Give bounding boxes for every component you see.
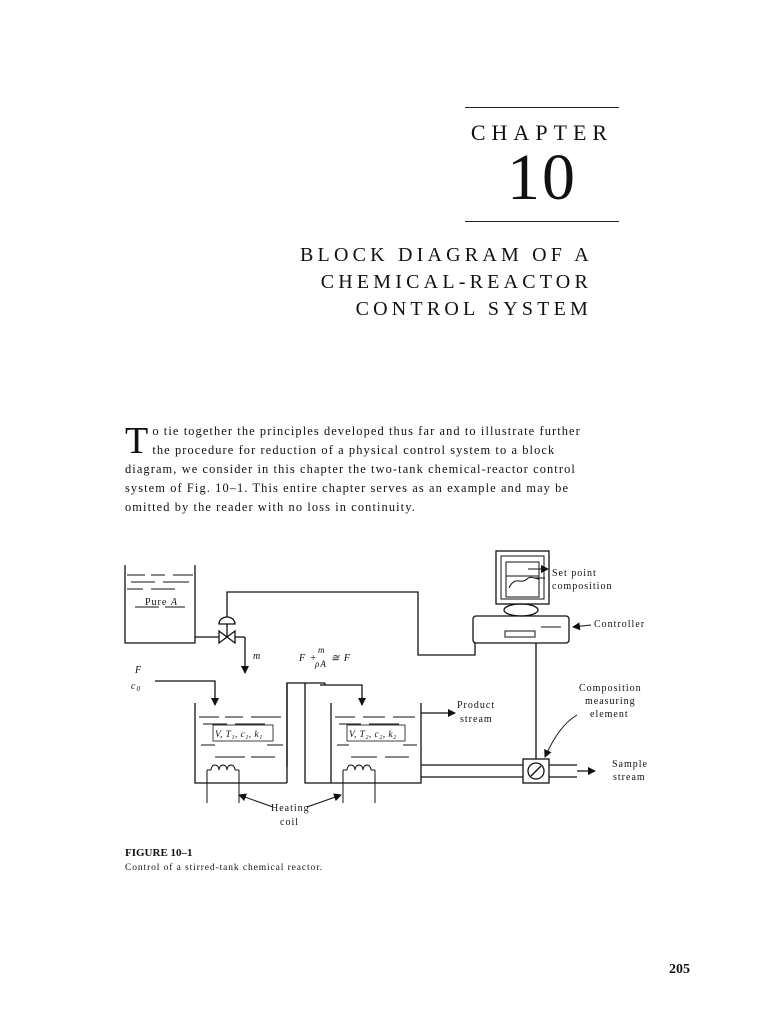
valve-actuator [218,616,236,625]
set-point-label-2: composition [552,581,612,592]
heating-coil-2 [342,764,376,803]
heating-label-1: Heating [271,803,310,814]
pure-a-liquid [127,574,193,608]
feed-f-label: F [134,665,142,676]
composition-label-2: measuring [585,696,636,707]
controller-signal-line [226,591,476,656]
chapter-title-line-1: BLOCK DIAGRAM OF A [300,244,593,266]
page-number: 205 [669,962,690,977]
heating-coil-1 [206,764,240,803]
chapter-label: CHAPTER [470,120,614,145]
heating-label-2: coil [280,817,299,828]
chapter-bottom-rule [465,221,619,222]
figure-caption-label: FIGURE 10–1 [125,847,193,859]
flow-eq-left: F + [298,653,317,664]
tank-2-liquid [335,716,417,758]
tank-2-label: V, T₂, c₂, k₂ [349,730,397,740]
flow-eq-right: ≅ F [331,653,351,664]
intro-text: o tie together the principles developed … [125,424,581,514]
sample-label-1: Sample [612,759,648,770]
control-valve [218,629,236,645]
reactor-figure: Pure A Set point composition Controller … [124,550,648,828]
tank-1-label: V, T₁, c₁, k₁ [215,730,263,740]
chapter-title-line-3: CONTROL SYSTEM [355,298,592,320]
flow-eq-den: ρA [314,659,327,669]
controller-label: Controller [594,619,645,630]
chapter-title: BLOCK DIAGRAM OF A CHEMICAL-REACTOR CONT… [300,242,592,323]
reactor-tank-1 [194,703,287,784]
figure-caption-text: Control of a stirred-tank chemical react… [125,863,324,873]
set-point-label-1: Set point [552,568,597,579]
m-label: m [253,651,261,662]
tank-1-liquid [199,716,283,758]
feed-c0-label: c0 [131,681,141,693]
composition-label-3: element [590,709,629,720]
pure-a-label: Pure A [145,597,178,608]
product-label-1: Product [457,700,495,711]
chapter-number: 10 [507,141,577,214]
chapter-title-line-2: CHEMICAL-REACTOR [320,271,592,293]
controller-box [472,615,570,644]
pure-a-tank [124,565,196,644]
sample-label-2: stream [613,772,646,783]
composition-label-1: Composition [579,683,642,694]
reactor-tank-2 [330,703,422,784]
flow-eq-num: m [318,645,326,655]
chapter-top-rule [465,107,619,108]
drop-cap: T [125,420,150,462]
product-label-2: stream [460,714,493,725]
